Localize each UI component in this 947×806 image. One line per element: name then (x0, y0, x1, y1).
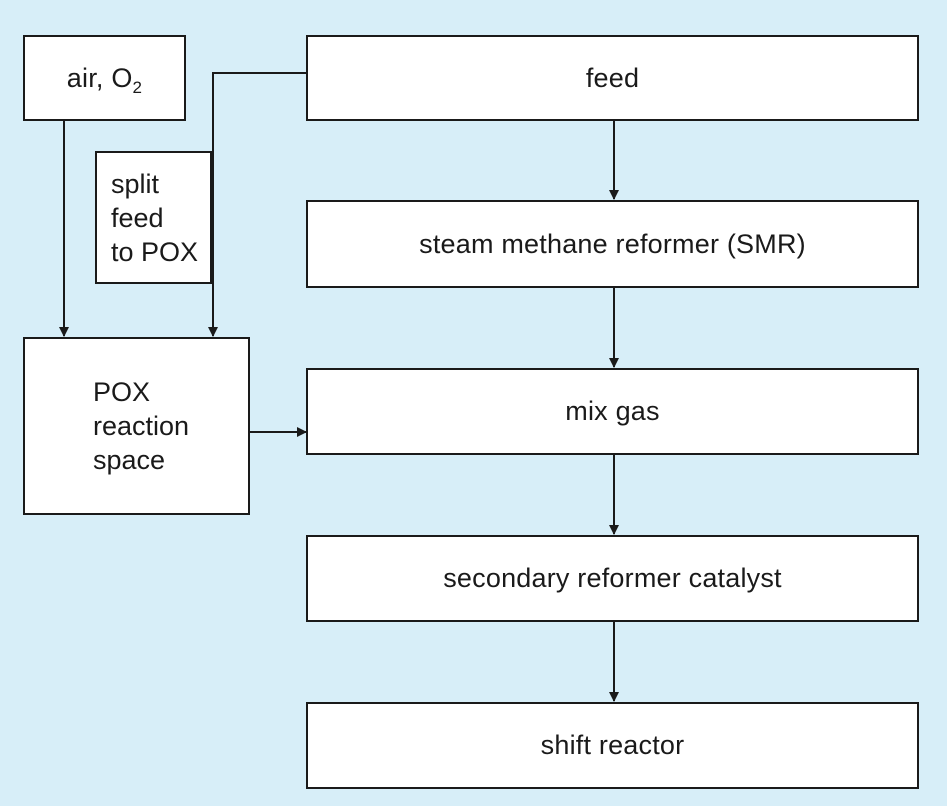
secondary-reformer-label: secondary reformer catalyst (443, 563, 782, 593)
air-o2-text: air, O (66, 62, 133, 93)
mix-gas-box: mix gas (306, 368, 919, 455)
mix-gas-label: mix gas (565, 396, 660, 426)
split-feed-box: split feed to POX (95, 151, 212, 284)
smr-box: steam methane reformer (SMR) (306, 200, 919, 288)
pox-line-2: reaction (93, 411, 190, 441)
split-feed-line-3: to POX (111, 236, 199, 267)
split-feed-line-1: split (111, 168, 160, 199)
shift-reactor-box: shift reactor (306, 702, 919, 789)
split-feed-label: split feed to POX (111, 167, 198, 269)
air-o2-label: air, O2 (66, 62, 143, 97)
pox-line-3: space (93, 445, 166, 475)
pox-reaction-box: POX reaction space (23, 337, 250, 515)
feed-box: feed (306, 35, 919, 121)
arrow-split-feed-to-pox (208, 72, 307, 337)
air-o2-subscript: 2 (132, 77, 143, 97)
air-o2-box: air, O2 (23, 35, 186, 121)
secondary-reformer-box: secondary reformer catalyst (306, 535, 919, 622)
feed-label: feed (585, 62, 640, 93)
shift-reactor-label: shift reactor (540, 730, 685, 760)
smr-label: steam methane reformer (SMR) (419, 228, 806, 259)
split-feed-line-2: feed (111, 202, 164, 233)
pox-reaction-label: POX reaction space (93, 375, 189, 477)
pox-line-1: POX (93, 377, 151, 407)
